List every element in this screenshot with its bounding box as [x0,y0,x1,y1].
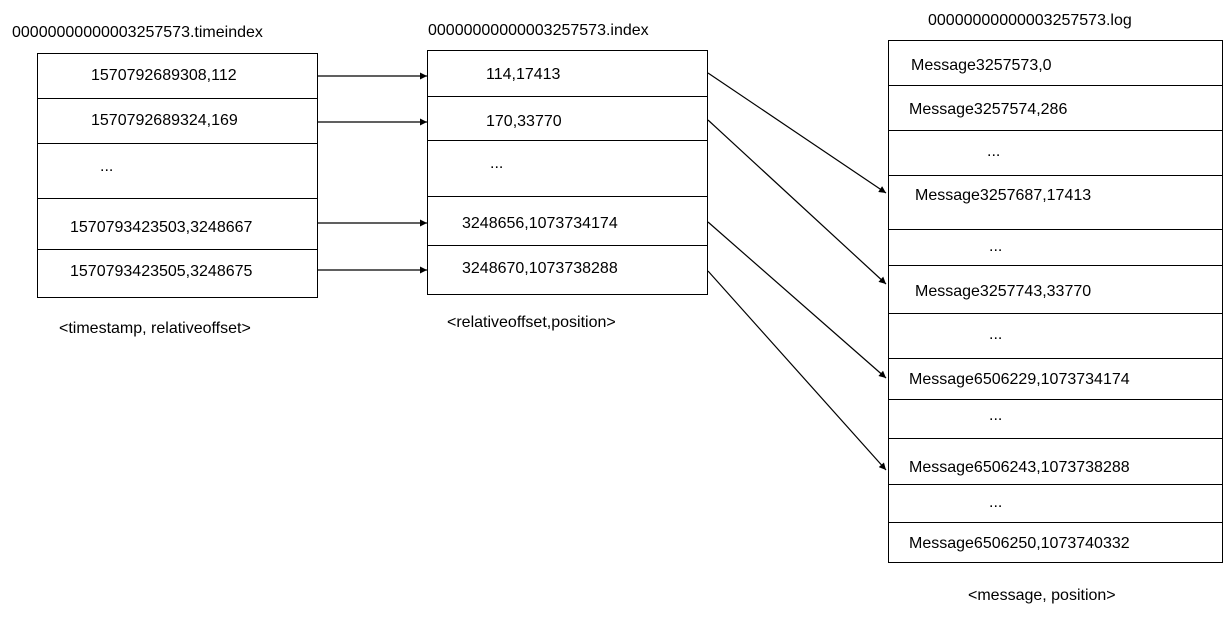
log-row: Message3257743,33770 [889,266,1222,314]
timeindex-row: ... [38,144,317,199]
timeindex-row: 1570792689324,169 [38,99,317,144]
timeindex-caption: <timestamp, relativeoffset> [59,320,251,337]
log-row: Message3257687,17413 [889,176,1222,230]
index-row: 170,33770 [428,97,707,141]
log-title: 00000000000003257573.log [928,12,1132,29]
timeindex-table: 1570792689308,112 1570792689324,169 ... … [37,53,318,298]
log-row: Message3257573,0 [889,41,1222,86]
index-row: 3248656,1073734174 [428,197,707,246]
index-title: 00000000000003257573.index [428,22,649,39]
log-table: Message3257573,0 Message3257574,286 ... … [888,40,1223,563]
log-row: Message6506243,1073738288 [889,439,1222,485]
index-row: 3248670,1073738288 [462,260,618,277]
log-row: ... [889,230,1222,266]
timeindex-row: 1570792689308,112 [38,54,317,99]
log-row: ... [889,400,1222,439]
arrow-index-to-log [707,221,887,379]
arrow-index-to-log [707,72,887,194]
log-row: Message6506229,1073734174 [889,359,1222,400]
log-row: ... [889,131,1222,176]
log-caption: <message, position> [968,587,1116,604]
arrow-index-to-log [707,119,887,285]
index-row: 114,17413 [428,51,707,97]
index-row: ... [428,141,707,197]
timeindex-row: 1570793423505,3248675 [70,263,253,280]
log-row: Message6506250,1073740332 [909,535,1130,552]
index-table: 114,17413 170,33770 ... 3248656,10737341… [427,50,708,295]
arrow-index-to-log [707,270,887,471]
log-row: Message3257574,286 [889,86,1222,131]
index-caption: <relativeoffset,position> [447,314,616,331]
log-row: ... [889,314,1222,359]
timeindex-row: 1570793423503,3248667 [38,199,317,250]
timeindex-title: 00000000000003257573.timeindex [12,24,263,41]
log-row: ... [889,485,1222,523]
